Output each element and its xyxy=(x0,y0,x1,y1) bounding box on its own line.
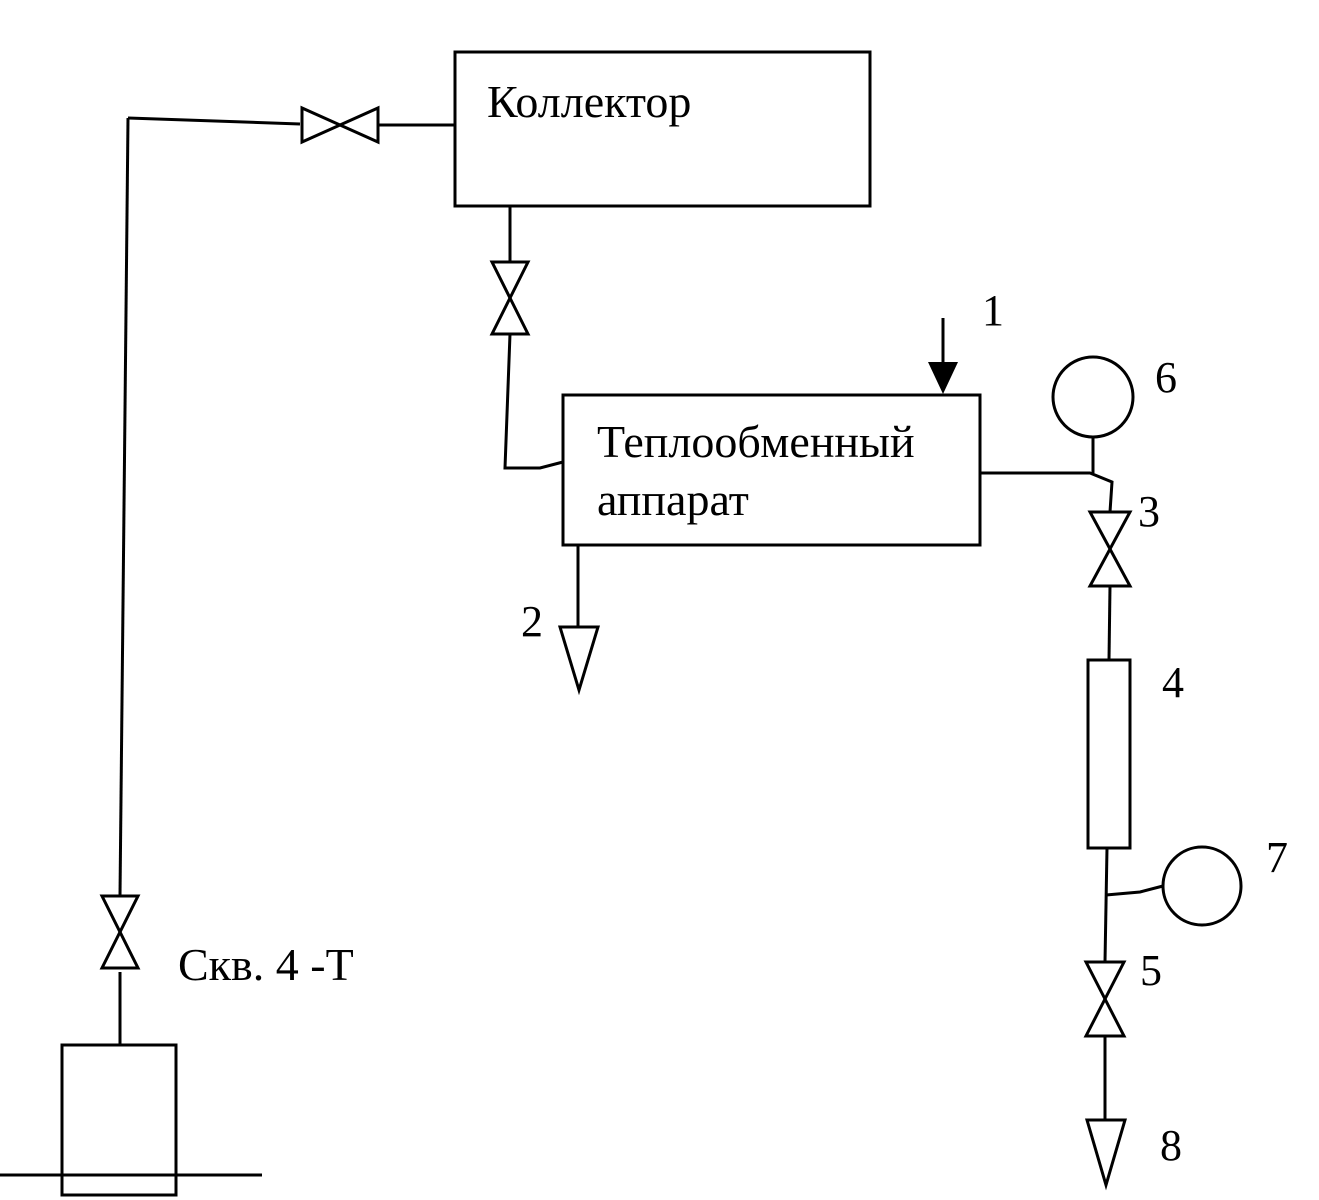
pipe-unit4-to-valve5 xyxy=(1103,847,1109,963)
unit-4-box xyxy=(1086,658,1132,850)
heat-exchanger-outlet-pipe xyxy=(980,471,1114,513)
pipe-valve3-to-unit4 xyxy=(1107,585,1112,661)
marker-4: 4 xyxy=(1162,658,1184,707)
middle-valve-icon xyxy=(489,260,531,336)
marker-3: 3 xyxy=(1138,487,1160,536)
well-label: Скв. 4 -Т xyxy=(178,939,354,990)
marker-5: 5 xyxy=(1140,946,1162,995)
marker-1: 1 xyxy=(982,286,1004,335)
heat-exchanger-inlet-pipe xyxy=(503,333,564,470)
drain-2-arrow-icon xyxy=(557,625,601,696)
top-horizontal-pipe xyxy=(127,116,301,126)
marker-2: 2 xyxy=(521,597,543,646)
marker-6: 6 xyxy=(1155,353,1177,402)
heat-exchanger-box xyxy=(561,393,982,547)
gauge-6-icon xyxy=(1051,355,1135,439)
valve-5-icon xyxy=(1083,960,1127,1038)
left-vertical-pipe xyxy=(118,117,130,897)
outlet-8-arrow-icon xyxy=(1084,1118,1128,1191)
collector-box xyxy=(453,50,872,208)
marker-8: 8 xyxy=(1160,1121,1182,1170)
well-box xyxy=(60,1043,178,1197)
top-valve-icon xyxy=(300,105,380,145)
input-arrow-1-head xyxy=(928,362,958,394)
gauge-7-stem xyxy=(1105,884,1164,897)
gauge-7-icon xyxy=(1161,845,1243,927)
collector-label: Коллектор xyxy=(487,76,691,127)
heat-exchanger-label-line1: Теплообменный xyxy=(597,416,915,467)
heat-exchanger-label-line2: аппарат xyxy=(597,474,749,525)
well-valve-icon xyxy=(99,894,141,970)
valve-3-icon xyxy=(1087,510,1133,588)
marker-7: 7 xyxy=(1266,833,1288,882)
